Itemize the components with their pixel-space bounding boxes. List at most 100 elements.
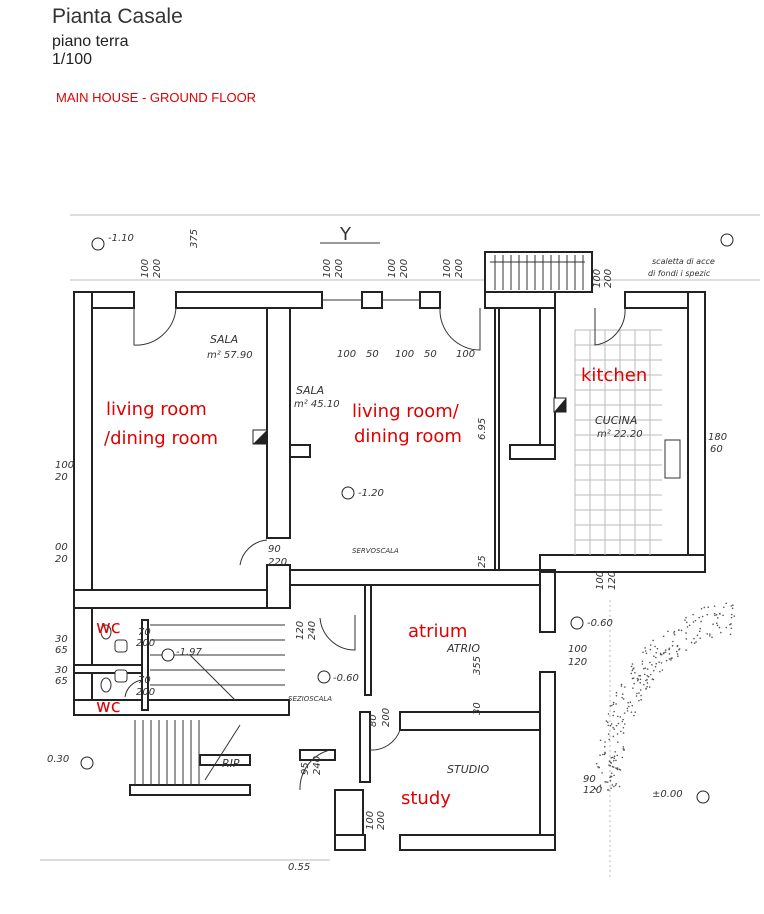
plan-caption: MAIN HOUSE - GROUND FLOOR <box>56 90 257 105</box>
gravel-dot <box>654 665 657 668</box>
dimension-text: 200 <box>399 259 410 278</box>
gravel-dot <box>640 694 642 697</box>
dimension-text: 100 <box>55 460 74 471</box>
dimension-text: 20 <box>55 472 68 483</box>
gravel-dot <box>622 718 624 721</box>
gravel-dot <box>613 710 615 713</box>
gravel-dot <box>612 701 615 704</box>
gravel-dot <box>606 781 609 783</box>
gravel-dot <box>706 633 709 635</box>
gravel-dot <box>686 626 689 628</box>
gravel-dot <box>615 724 618 727</box>
gravel-dot <box>600 786 602 789</box>
gravel-dot <box>680 629 683 632</box>
dimension-text: 20 <box>55 554 68 565</box>
gravel-dot <box>622 698 625 700</box>
gravel-dot <box>612 703 615 706</box>
gravel-dot <box>612 714 614 717</box>
label-cucina-area: m² 22.20 <box>597 429 643 440</box>
dimension-text: 100 <box>595 571 606 590</box>
label-living-room-1a: living room <box>106 399 207 420</box>
dimension-text: 120 <box>295 621 306 640</box>
plan-subtitle: piano terra <box>52 33 129 50</box>
gravel-dot <box>634 711 637 713</box>
gravel-dot <box>672 640 674 643</box>
dimension-text: 00 <box>55 542 68 553</box>
gravel-dot <box>594 788 597 790</box>
dimension-text: 90 <box>268 544 281 555</box>
gravel-dot <box>676 644 679 647</box>
gravel-dot <box>644 650 647 652</box>
gravel-dot <box>605 781 607 783</box>
gravel-dot <box>617 715 619 718</box>
gravel-dot <box>623 748 625 751</box>
label-living-room-2a: living room/ <box>352 401 460 422</box>
gravel-dot <box>616 733 619 735</box>
gravel-dot <box>641 663 644 665</box>
gravel-dot <box>677 629 680 631</box>
gravel-dot <box>692 613 694 616</box>
gravel-dot <box>730 616 733 619</box>
dimension-text: 200 <box>152 259 163 278</box>
gravel-dot <box>631 663 634 665</box>
gravel-dot <box>621 756 624 759</box>
gravel-dot <box>730 627 733 630</box>
gravel-dot <box>631 704 634 707</box>
gravel-dot <box>626 707 629 710</box>
gravel-dot <box>688 624 691 627</box>
label-wc-1: wc <box>96 617 121 638</box>
gravel-dot <box>708 635 711 637</box>
gravel-dot <box>603 745 606 748</box>
label-sala-1: SALA <box>210 333 238 346</box>
label-studio: STUDIO <box>447 763 489 776</box>
level-text: ±0.00 <box>652 789 683 800</box>
gravel-dot <box>634 671 636 674</box>
gravel-dot <box>615 703 617 705</box>
gravel-dot <box>732 604 734 606</box>
gravel-dot <box>608 764 610 766</box>
gravel-dot <box>602 753 604 756</box>
gravel-dot <box>611 765 614 768</box>
gravel-dot <box>623 712 626 714</box>
level-text: -1.10 <box>108 233 134 244</box>
gravel-dot <box>599 739 602 742</box>
gravel-dot <box>610 787 612 789</box>
dimension-text: 30 <box>55 634 68 645</box>
gravel-dot <box>700 607 703 610</box>
gravel-dot <box>699 637 701 639</box>
gravel-dot <box>609 705 612 707</box>
gravel-dot <box>641 660 644 663</box>
translation-labels: living room /dining room living room/ di… <box>96 365 647 809</box>
dimension-text: 240 <box>307 621 318 640</box>
gravel-dot <box>670 659 672 661</box>
gravel-dot <box>622 732 625 734</box>
gravel-dot <box>636 677 639 680</box>
level-text: 0.30 <box>47 754 69 765</box>
gravel-dot <box>620 730 622 733</box>
dimension-text: 100 <box>568 644 587 655</box>
gravel-dot <box>648 686 651 688</box>
gravel-dot <box>711 636 713 639</box>
dimension-text: 50 <box>424 349 437 360</box>
gravel-dot <box>638 699 640 702</box>
gravel-dot <box>595 762 598 765</box>
gravel-dot <box>616 767 619 769</box>
gravel-dot <box>613 755 616 758</box>
gravel-dot <box>643 667 645 670</box>
gravel-dot <box>615 691 618 694</box>
gravel-dot <box>609 776 611 779</box>
gravel-dot <box>685 649 687 651</box>
dimension-text: 100 <box>592 269 603 288</box>
dimension-text: 30 <box>472 702 483 715</box>
gravel-dot <box>720 631 722 634</box>
label-servoscala: SERVOSCALA <box>352 547 399 555</box>
dimension-text: 355 <box>472 656 483 675</box>
gravel-dot <box>604 752 607 754</box>
gravel-dot <box>607 724 610 727</box>
gravel-dot <box>621 696 623 699</box>
label-wc-2: wc <box>96 696 121 717</box>
level-text: 0.55 <box>288 862 310 873</box>
gravel-dot <box>725 626 728 629</box>
gravel-dot <box>614 751 616 753</box>
gravel-dot <box>675 650 678 653</box>
